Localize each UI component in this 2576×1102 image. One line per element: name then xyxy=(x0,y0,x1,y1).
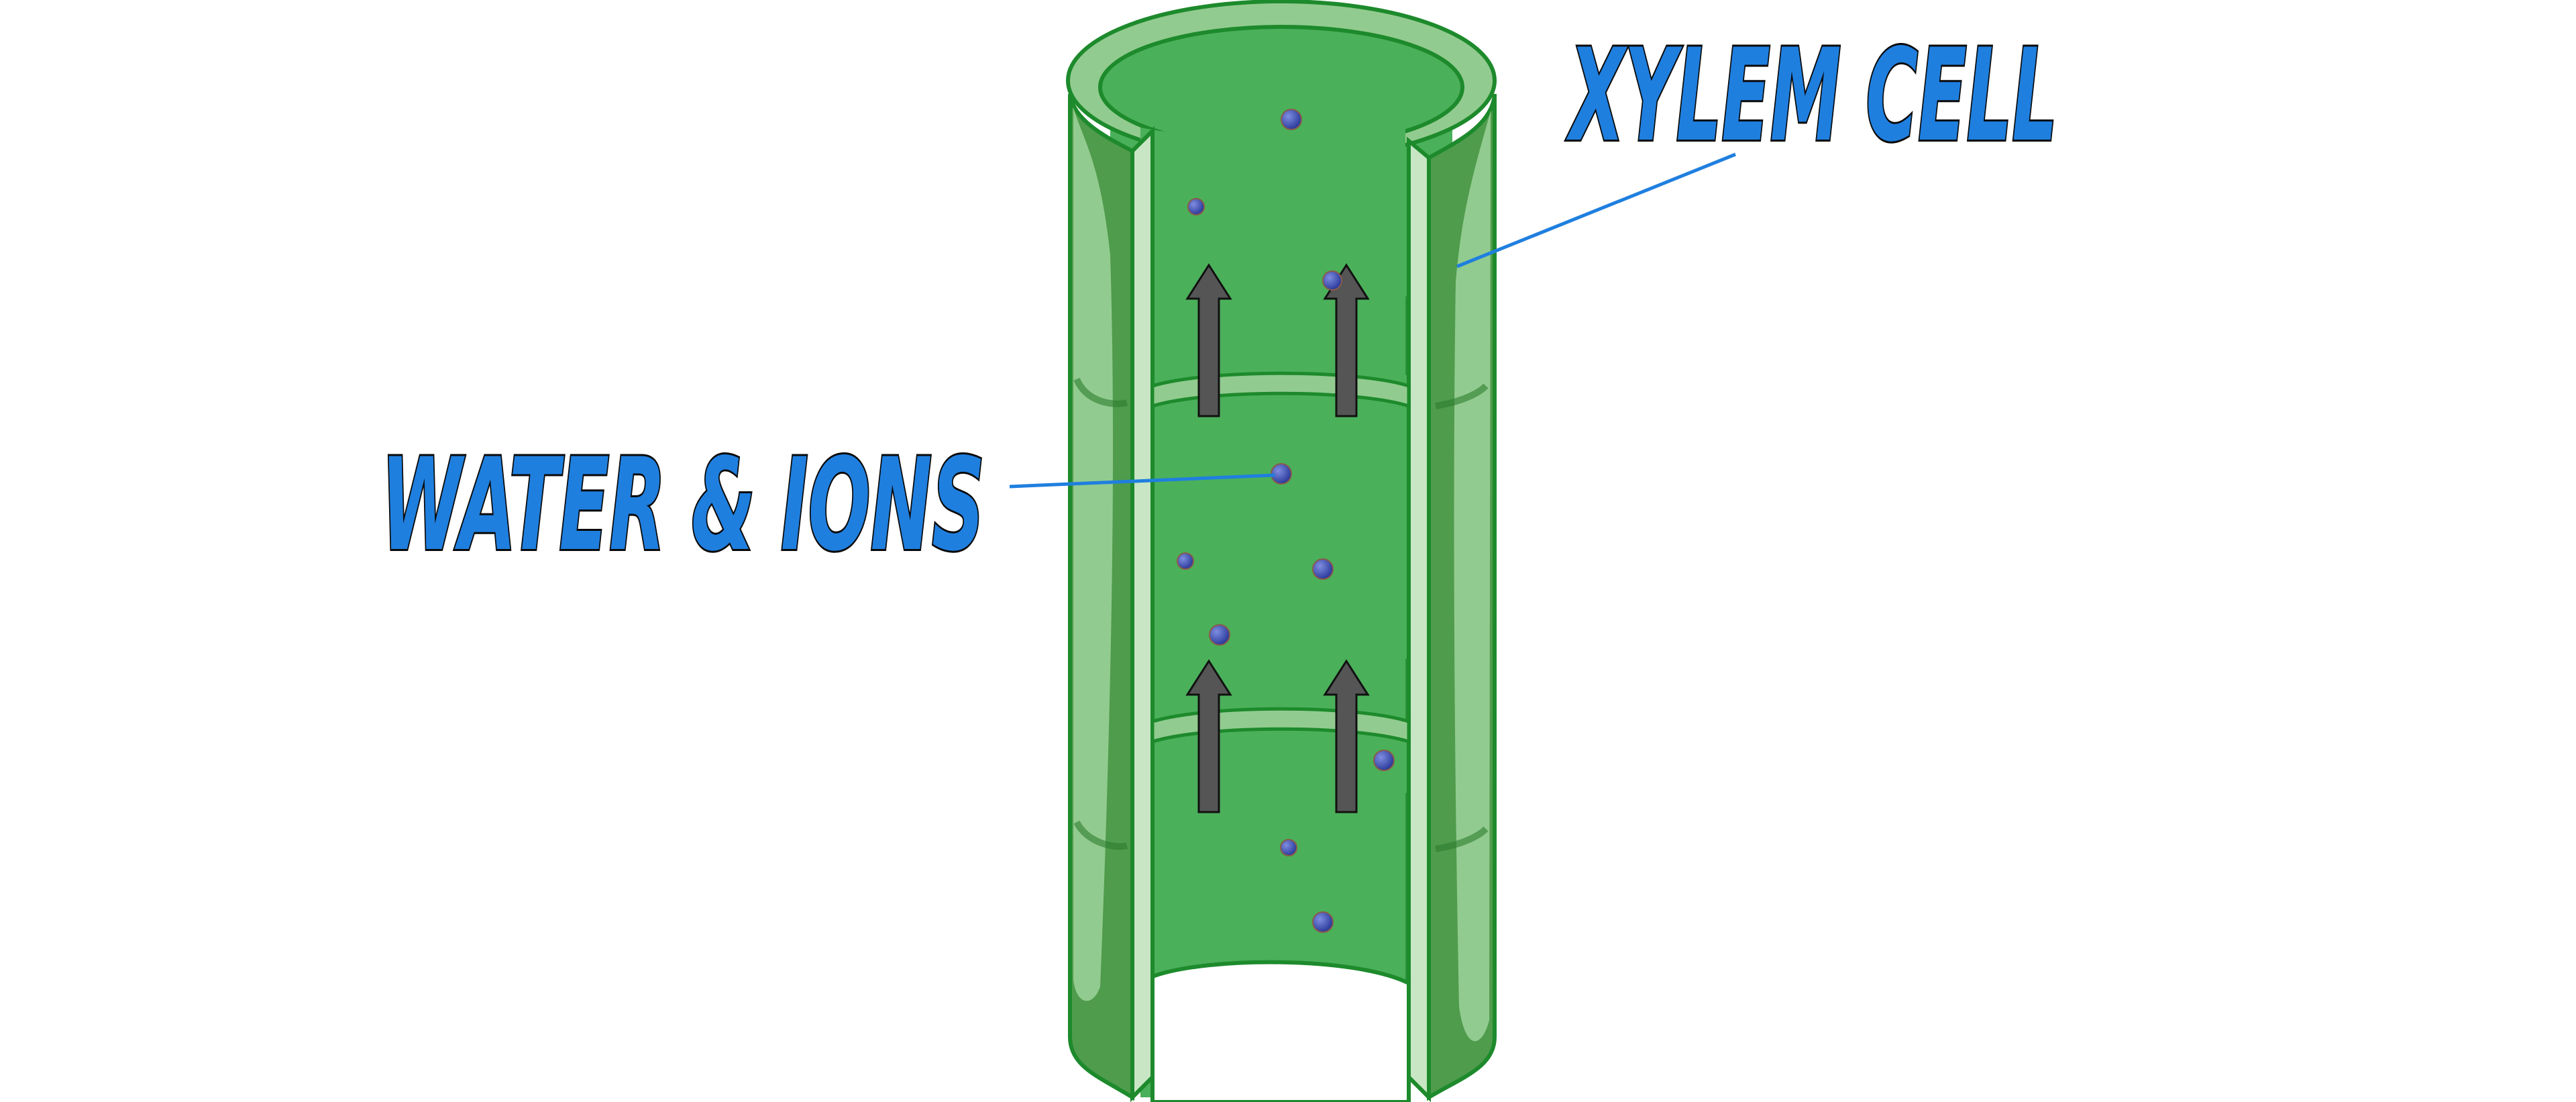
xylem-cell-leader-line xyxy=(1456,152,1736,268)
ion-particle-icon xyxy=(1322,270,1342,291)
ion-particle-icon xyxy=(1280,839,1297,856)
wall-dent xyxy=(1073,377,1128,407)
water-ions-leader-line xyxy=(1009,473,1275,489)
wall-dent xyxy=(1435,826,1489,852)
up-arrow-icon xyxy=(1323,659,1370,813)
xylem-cell xyxy=(1066,0,1497,1102)
ion-particle-icon xyxy=(1209,624,1230,646)
tube-front-cut xyxy=(1140,128,1405,1097)
xylem-cell-label: XYLEM CELL xyxy=(1566,21,2057,170)
ion-particle-icon xyxy=(1187,198,1205,215)
ion-particle-icon xyxy=(1177,552,1194,570)
tube-cut-edge-right xyxy=(1407,136,1431,1102)
flow-arrows xyxy=(1185,263,1370,813)
ion-particle-icon xyxy=(1312,558,1334,580)
up-arrow-icon xyxy=(1323,263,1370,417)
ion-particle-icon xyxy=(1281,109,1302,130)
tube-wall-right-highlight xyxy=(1454,111,1491,1042)
tube-cut-edge-left xyxy=(1130,126,1155,1102)
tube-wall-left-highlight xyxy=(1073,107,1114,1001)
water-ions-label: WATER & IONS xyxy=(381,431,985,579)
ion-particle-icon xyxy=(1373,750,1395,771)
wall-dent xyxy=(1435,383,1489,409)
wall-dent xyxy=(1073,820,1128,850)
up-arrow-icon xyxy=(1185,659,1232,813)
tube-bottom-curve xyxy=(1150,960,1411,1102)
up-arrow-icon xyxy=(1185,263,1232,417)
ion-particle-icon xyxy=(1312,911,1334,933)
ions xyxy=(1177,109,1395,933)
